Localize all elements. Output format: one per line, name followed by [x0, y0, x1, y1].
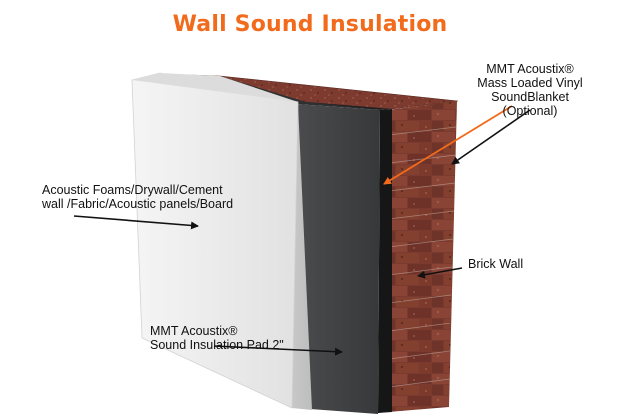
mlv-label-line3: SoundBlanket [491, 90, 569, 104]
foam-label: Acoustic Foams/Drywall/Cement wall /Fabr… [42, 183, 233, 211]
acoustic-panel-face [131, 72, 299, 409]
mlv-arrow-black [451, 109, 531, 165]
acoustic-panel-top [132, 73, 298, 102]
pad-label-line2: Sound Insulation Pad 2" [150, 338, 284, 352]
mlv-label-line4: (Optional) [502, 104, 558, 118]
brick-label-line1: Brick Wall [468, 257, 524, 271]
foam-label-line2: wall /Fabric/Acoustic panels/Board [42, 197, 234, 211]
insulation-pad-face [296, 104, 380, 414]
foam-label-line1: Acoustic Foams/Drywall/Cement [42, 183, 223, 197]
mlv-label-line2: Mass Loaded Vinyl [477, 76, 583, 90]
mlv-arrow-orange [383, 105, 513, 185]
mlv-label-line1: MMT Acoustix® [486, 62, 574, 76]
foam-arrow [73, 215, 199, 230]
brick-arrow [417, 267, 463, 279]
insulation-pad-label: MMT Acoustix® Sound Insulation Pad 2" [150, 324, 284, 352]
diagram-title: Wall Sound Insulation [172, 12, 448, 37]
pad-arrow [213, 345, 343, 356]
brick-mortar-lines [388, 126, 457, 388]
insulation-pad-top [220, 76, 380, 110]
brick-wall-label: Brick Wall [468, 257, 523, 271]
mlv-label: MMT Acoustix® Mass Loaded Vinyl SoundBla… [470, 62, 590, 118]
pad-label-line1: MMT Acoustix® [150, 324, 238, 338]
mlv-membrane [378, 109, 392, 413]
brick-wall-face [388, 101, 457, 412]
